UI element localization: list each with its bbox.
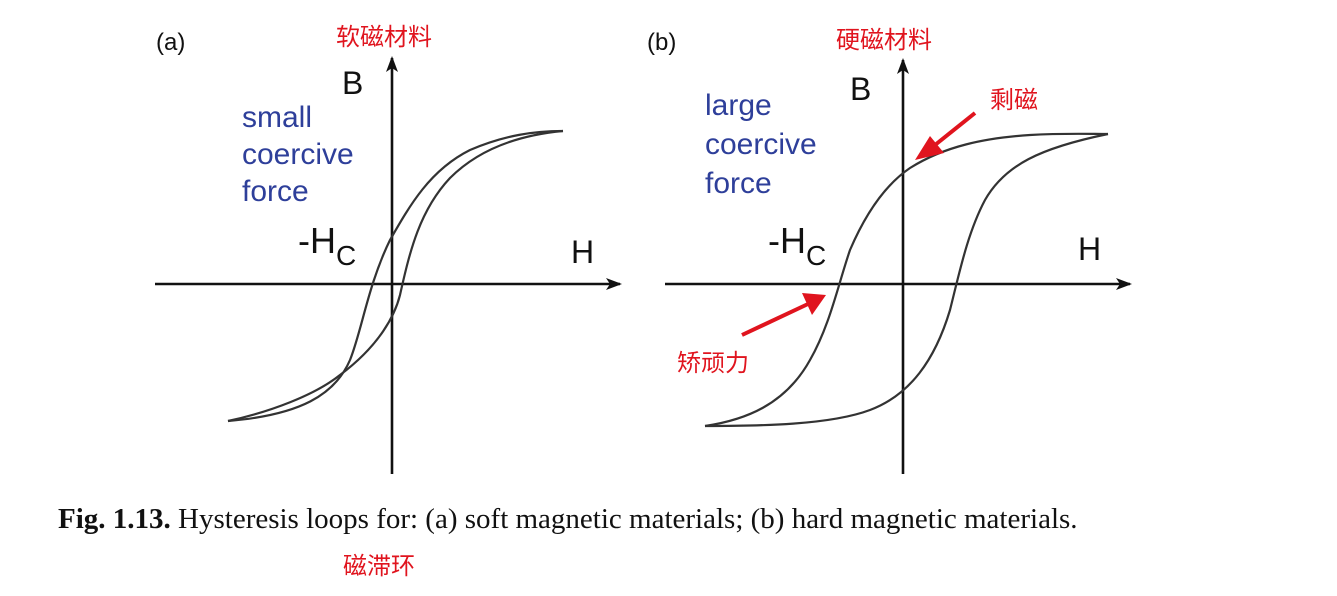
panel-b: (b) 硬磁材料 B H -HC large coercive force 剩磁… (647, 26, 1132, 474)
panel-b-remanence-label: 剩磁 (990, 86, 1038, 114)
panel-b-chinese-title: 硬磁材料 (836, 26, 932, 54)
panel-a-b-label: B (342, 65, 363, 101)
panel-a-lower-branch (227, 129, 564, 423)
panel-b-remanence-arrow-shaft (933, 111, 977, 147)
panel-b-upper-branch (704, 132, 1109, 428)
caption-chinese-note: 磁滞环 (343, 552, 415, 580)
panel-b-lower-branch (704, 132, 1109, 428)
caption-lead: Fig. 1.13. (58, 503, 171, 535)
panel-a-chinese-title: 软磁材料 (336, 23, 432, 51)
panel-a-upper-branch (227, 129, 564, 423)
panel-b-force-text: large coercive force (705, 89, 825, 200)
panel-a: (a) 软磁材料 B H -HC small coercive force (155, 23, 622, 474)
panel-a-tag: (a) (156, 29, 185, 56)
panel-a-h-label: H (571, 234, 594, 270)
figure-caption: Fig. 1.13. Hysteresis loops for: (a) sof… (58, 500, 1230, 538)
panel-b-coercive-label: -HC (768, 220, 826, 271)
panel-a-force-text: small coercive force (242, 101, 362, 208)
panel-a-coercive-label: -HC (298, 220, 356, 271)
panel-b-b-label: B (850, 71, 871, 107)
panel-b-h-label: H (1078, 231, 1101, 267)
panel-b-coercivity-label: 矫顽力 (677, 349, 749, 377)
panel-b-coercivity-arrow-head (802, 293, 826, 315)
panel-b-remanence-arrow-head (915, 136, 944, 160)
panel-b-tag: (b) (647, 29, 676, 56)
panel-b-coercivity-arrow-shaft (741, 302, 809, 337)
caption-text: Hysteresis loops for: (a) soft magnetic … (178, 503, 1078, 535)
